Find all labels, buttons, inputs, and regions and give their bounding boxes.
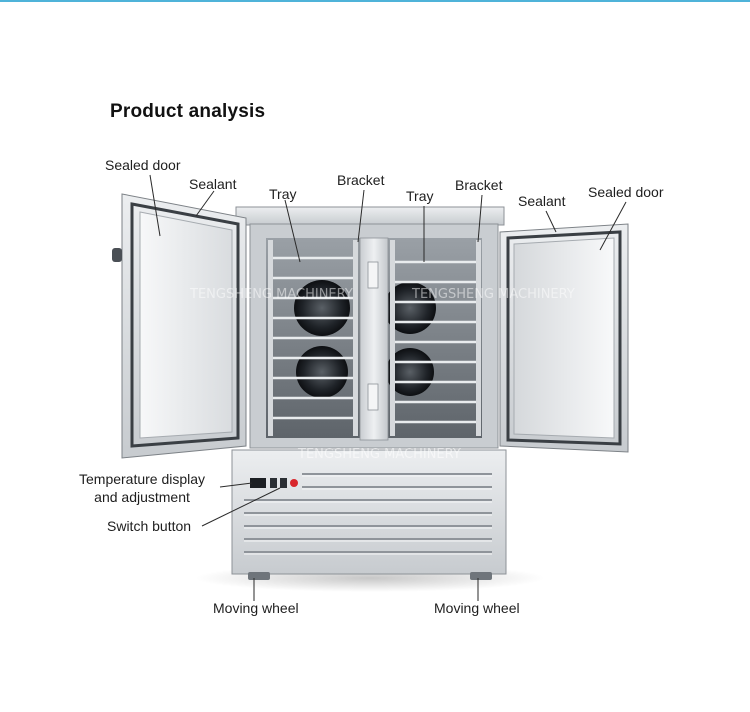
label-temperature-display: Temperature display and adjustment xyxy=(79,471,206,505)
left-door-hinge xyxy=(112,248,122,262)
right-door-sealant xyxy=(506,230,622,446)
right-compartment xyxy=(388,238,482,438)
control-button-2 xyxy=(280,478,287,488)
label-switch-button: Switch button xyxy=(107,518,192,534)
right-trays xyxy=(394,260,476,424)
callout-leader-lines xyxy=(149,174,627,601)
label-sealant-right: Sealant xyxy=(518,193,566,209)
bracket-left-outer xyxy=(268,240,273,436)
label-bracket-right: Bracket xyxy=(455,177,503,193)
label-moving-wheel-right: Moving wheel xyxy=(434,600,520,616)
label-bracket-left: Bracket xyxy=(337,172,385,188)
top-accent-rule xyxy=(0,0,750,2)
left-door-sealant xyxy=(130,202,240,448)
watermark-upper-right: TENGSHENG MACHINERY xyxy=(411,287,575,302)
cabinet-top-frame xyxy=(235,206,505,226)
latch-upper xyxy=(367,261,379,289)
watermark-lower: TENGSHENG MACHINERY xyxy=(297,447,461,462)
latch-lower xyxy=(367,383,379,411)
label-sealed-door-right: Sealed door xyxy=(588,184,664,200)
left-door-panel xyxy=(139,211,233,439)
label-tray-left: Tray xyxy=(269,186,297,202)
bracket-right-outer xyxy=(476,240,481,436)
fan-left-lower xyxy=(296,346,348,398)
wheel-right xyxy=(470,572,492,580)
left-trays xyxy=(272,256,354,420)
bracket-right-inner xyxy=(390,240,395,436)
label-tray-right: Tray xyxy=(406,188,434,204)
fan-right-lower xyxy=(386,348,434,396)
label-moving-wheel-left: Moving wheel xyxy=(213,600,299,616)
control-button-1 xyxy=(270,478,277,488)
label-sealant-left: Sealant xyxy=(189,176,237,192)
wheel-left xyxy=(248,572,270,580)
watermark-upper-left: TENGSHENG MACHINERY xyxy=(189,287,353,302)
bracket-left-inner xyxy=(353,240,358,436)
ventilation-louvres xyxy=(244,473,492,553)
fan-left-upper xyxy=(294,280,350,336)
switch-indicator xyxy=(290,479,298,487)
right-door-panel xyxy=(513,237,615,439)
label-sealed-door-left: Sealed door xyxy=(105,157,181,173)
temperature-display xyxy=(250,478,266,488)
page-title: Product analysis xyxy=(110,101,266,122)
